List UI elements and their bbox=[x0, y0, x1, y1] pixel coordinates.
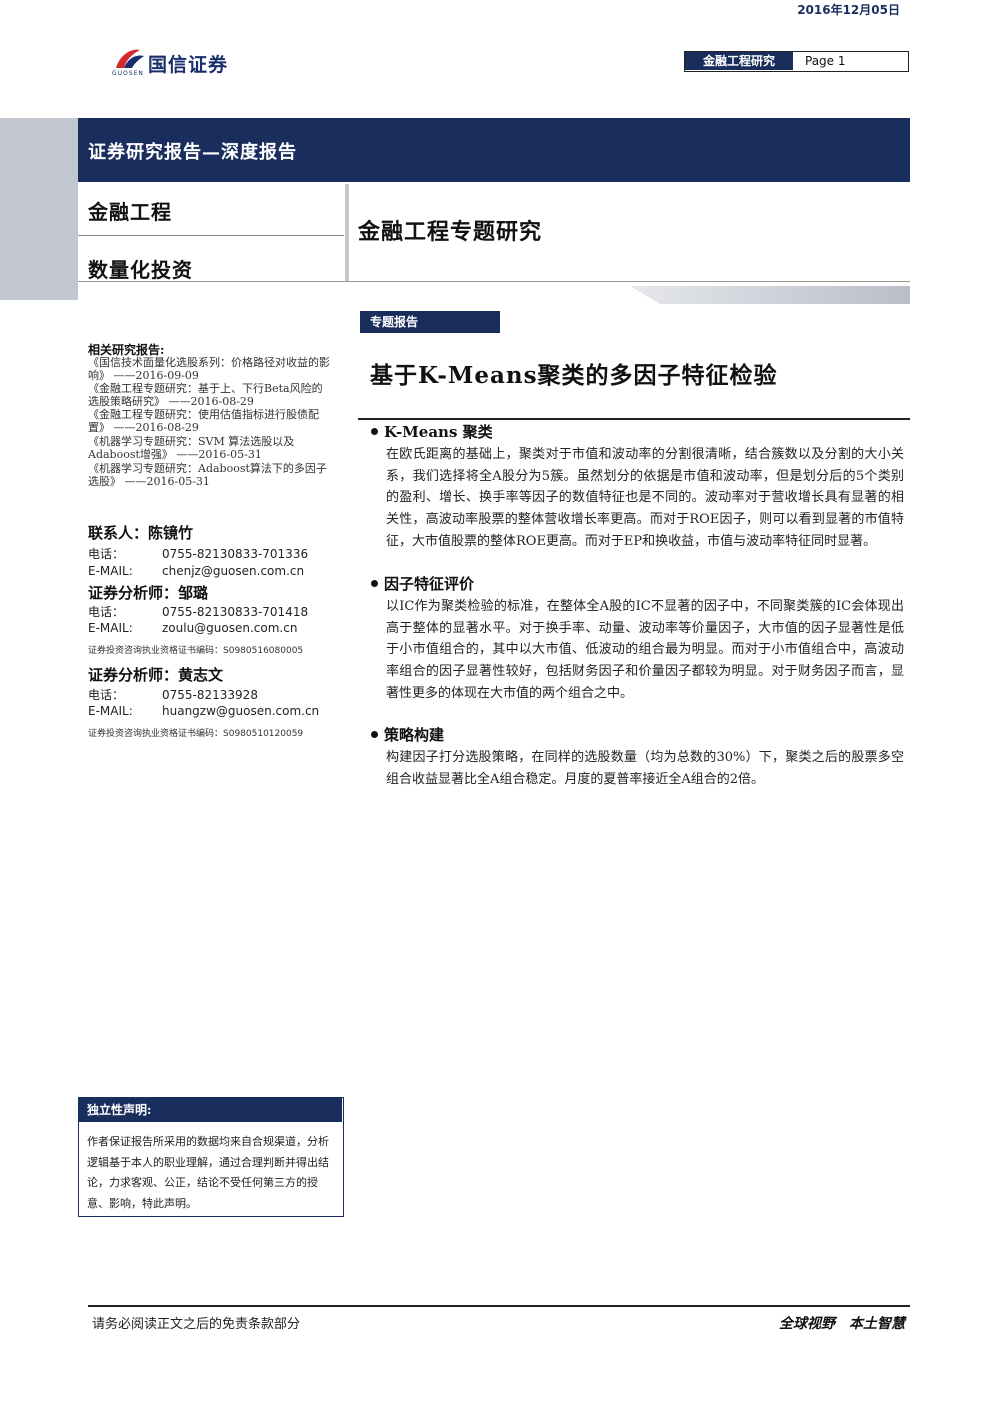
header-tag: 金融工程研究 bbox=[685, 52, 793, 70]
related-item: 《金融工程专题研究：基于上、下行Beta风险的选股策略研究》 ——2016-08… bbox=[88, 382, 323, 408]
contact-phone: 电话：0755-82130833-701336 bbox=[88, 547, 309, 561]
page-number: Page 1 bbox=[805, 54, 846, 68]
divider bbox=[345, 184, 349, 282]
related-item: 《金融工程专题研究：使用估值指标进行股债配置》 ——2016-08-29 bbox=[88, 408, 319, 434]
header-page-box: 金融工程研究 Page 1 bbox=[684, 51, 909, 72]
title-rule bbox=[358, 418, 910, 420]
category-label: 金融工程 bbox=[88, 200, 172, 224]
report-date: 2016年12月05日 bbox=[797, 3, 900, 17]
bullet-icon bbox=[371, 427, 378, 435]
main-title: 基于K-Means聚类的多因子特征检验 bbox=[370, 362, 778, 389]
independence-box: 独立性声明: 作者保证报告所采用的数据均来自合规渠道，分析逻辑基于本人的职业理解… bbox=[78, 1097, 344, 1217]
contact-email: E-MAIL:chenjz@guosen.com.cn bbox=[88, 564, 305, 578]
subcategory-label: 数量化投资 bbox=[88, 258, 193, 282]
independence-text: 作者保证报告所采用的数据均来自合规渠道，分析逻辑基于本人的职业理解，通过合理判断… bbox=[87, 1135, 329, 1210]
analyst-phone: 电话：0755-82130833-701418 bbox=[88, 605, 309, 619]
logo-name: 国信证券 bbox=[148, 54, 229, 76]
footer-rule bbox=[88, 1305, 910, 1307]
analyst-name: 证券分析师：邹璐 bbox=[88, 584, 209, 602]
category-box bbox=[78, 184, 344, 236]
section-heading: 因子特征评价 bbox=[371, 573, 474, 594]
analyst-email: E-MAIL:zoulu@guosen.com.cn bbox=[88, 621, 298, 635]
bullet-icon bbox=[371, 579, 378, 587]
company-logo: 国信证券 GUOSEN bbox=[110, 44, 270, 78]
analyst-email: E-MAIL:huangzw@guosen.com.cn bbox=[88, 704, 320, 718]
title-band bbox=[78, 118, 910, 182]
logo-mark-icon bbox=[116, 49, 144, 68]
independence-heading: 独立性声明: bbox=[79, 1098, 342, 1122]
analyst-phone: 电话：0755-82133928 bbox=[88, 688, 258, 702]
section-heading: K-Means 聚类 bbox=[371, 421, 493, 442]
logo-name-en: GUOSEN bbox=[112, 70, 144, 77]
footer-slogan: 全球视野 本土智慧 bbox=[779, 1316, 905, 1332]
related-item: 《机器学习专题研究：Adaboost算法下的多因子选股》 ——2016-05-3… bbox=[88, 462, 327, 488]
related-heading: 相关研究报告: bbox=[88, 343, 165, 357]
left-gray-column bbox=[0, 118, 78, 300]
report-series: 金融工程专题研究 bbox=[358, 219, 543, 245]
divider bbox=[78, 281, 910, 282]
topic-tag: 专题报告 bbox=[360, 311, 500, 333]
related-item: 《机器学习专题研究：SVM 算法选股以及Adaboost增强》 ——2016-0… bbox=[88, 435, 295, 461]
analyst-cert: 证券投资咨询执业资格证书编码：S0980510120059 bbox=[88, 729, 304, 739]
analyst-name: 证券分析师：黄志文 bbox=[88, 666, 224, 684]
date-bar bbox=[630, 286, 910, 304]
bullet-icon bbox=[371, 730, 378, 738]
related-item: 《国信技术面量化选股系列：价格路径对收益的影响》 ——2016-09-09 bbox=[88, 356, 330, 382]
analyst-cert: 证券投资咨询执业资格证书编码：S0980516080005 bbox=[88, 646, 304, 656]
section-heading: 策略构建 bbox=[371, 724, 444, 745]
section-body: 以IC作为聚类检验的标准，在整体全A股的IC不显著的因子中，不同聚类簇的IC会体… bbox=[386, 599, 904, 701]
footer-disclaimer: 请务必阅读正文之后的免责条款部分 bbox=[92, 1317, 301, 1332]
contact-name: 联系人：陈镜竹 bbox=[88, 524, 194, 542]
section-body: 在欧氏距离的基础上，聚类对于市值和波动率的分割很清晰，结合簇数以及分割的大小关系… bbox=[386, 447, 904, 549]
section-body: 构建因子打分选股策略，在同样的选股数量（均为总数的30%）下，聚类之后的股票多空… bbox=[386, 750, 904, 787]
report-type: 证券研究报告—深度报告 bbox=[88, 142, 297, 163]
